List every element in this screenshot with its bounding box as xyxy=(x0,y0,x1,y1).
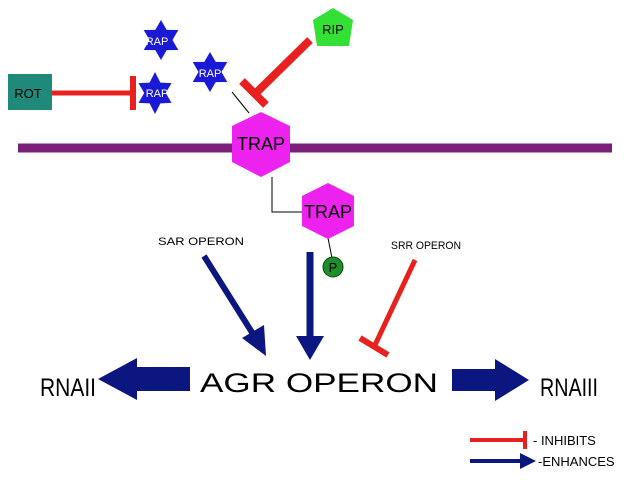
sar-enhance-arrowhead xyxy=(242,325,266,356)
rnaiii-arrow-head xyxy=(495,359,529,401)
phosphate-node: P xyxy=(322,256,344,278)
legend-inhibits-label: - INHIBITS xyxy=(533,433,596,448)
trap-phospho-connector xyxy=(327,237,333,259)
legend: - INHIBITS -ENHANCES xyxy=(470,431,615,469)
rip-inhibit-bar xyxy=(239,78,269,108)
legend-enhance-arrowhead xyxy=(520,453,536,469)
trap-membrane-label: TRAP xyxy=(237,134,285,154)
srr-operon-label: SRR OPERON xyxy=(391,240,461,252)
rap-top-label: RAP xyxy=(146,36,169,48)
trap-enhance-arrowhead xyxy=(296,336,324,360)
trap-cyto-node: TRAP xyxy=(302,183,354,239)
rip-node: RIP xyxy=(313,8,353,46)
rap-star-left: RAP xyxy=(138,72,172,114)
sar-enhance-line xyxy=(201,254,256,336)
rot-label: ROT xyxy=(14,86,42,101)
rap-mid-label: RAP xyxy=(199,68,222,80)
legend-enhances-label: -ENHANCES xyxy=(538,454,615,469)
rnaiii-label: RNAIII xyxy=(540,374,598,402)
agr-operon-label: AGR OPERON xyxy=(200,368,438,398)
trap-cyto-label: TRAP xyxy=(304,202,352,222)
srr-inhibit-bar xyxy=(358,335,390,358)
rap-star-mid: RAP xyxy=(192,52,228,92)
sar-operon-label: SAR OPERON xyxy=(158,236,244,248)
srr-inhibit-line xyxy=(372,258,418,347)
trap-membrane-node: TRAP xyxy=(232,112,290,177)
rap-star-top: RAP xyxy=(143,20,179,60)
rip-label: RIP xyxy=(322,22,344,37)
rip-inhibit-line xyxy=(254,37,313,95)
rnaii-arrow-head xyxy=(98,358,137,400)
rap-trap-connector xyxy=(231,91,250,114)
trap-trap-connector xyxy=(271,177,302,213)
rnaii-label: RNAII xyxy=(40,374,96,402)
rap-left-label: RAP xyxy=(146,88,169,100)
rnaii-arrow-shaft xyxy=(136,367,190,391)
rot-node: ROT xyxy=(8,74,52,110)
phosphate-label: P xyxy=(329,260,338,275)
rnaiii-arrow-shaft xyxy=(452,369,496,391)
